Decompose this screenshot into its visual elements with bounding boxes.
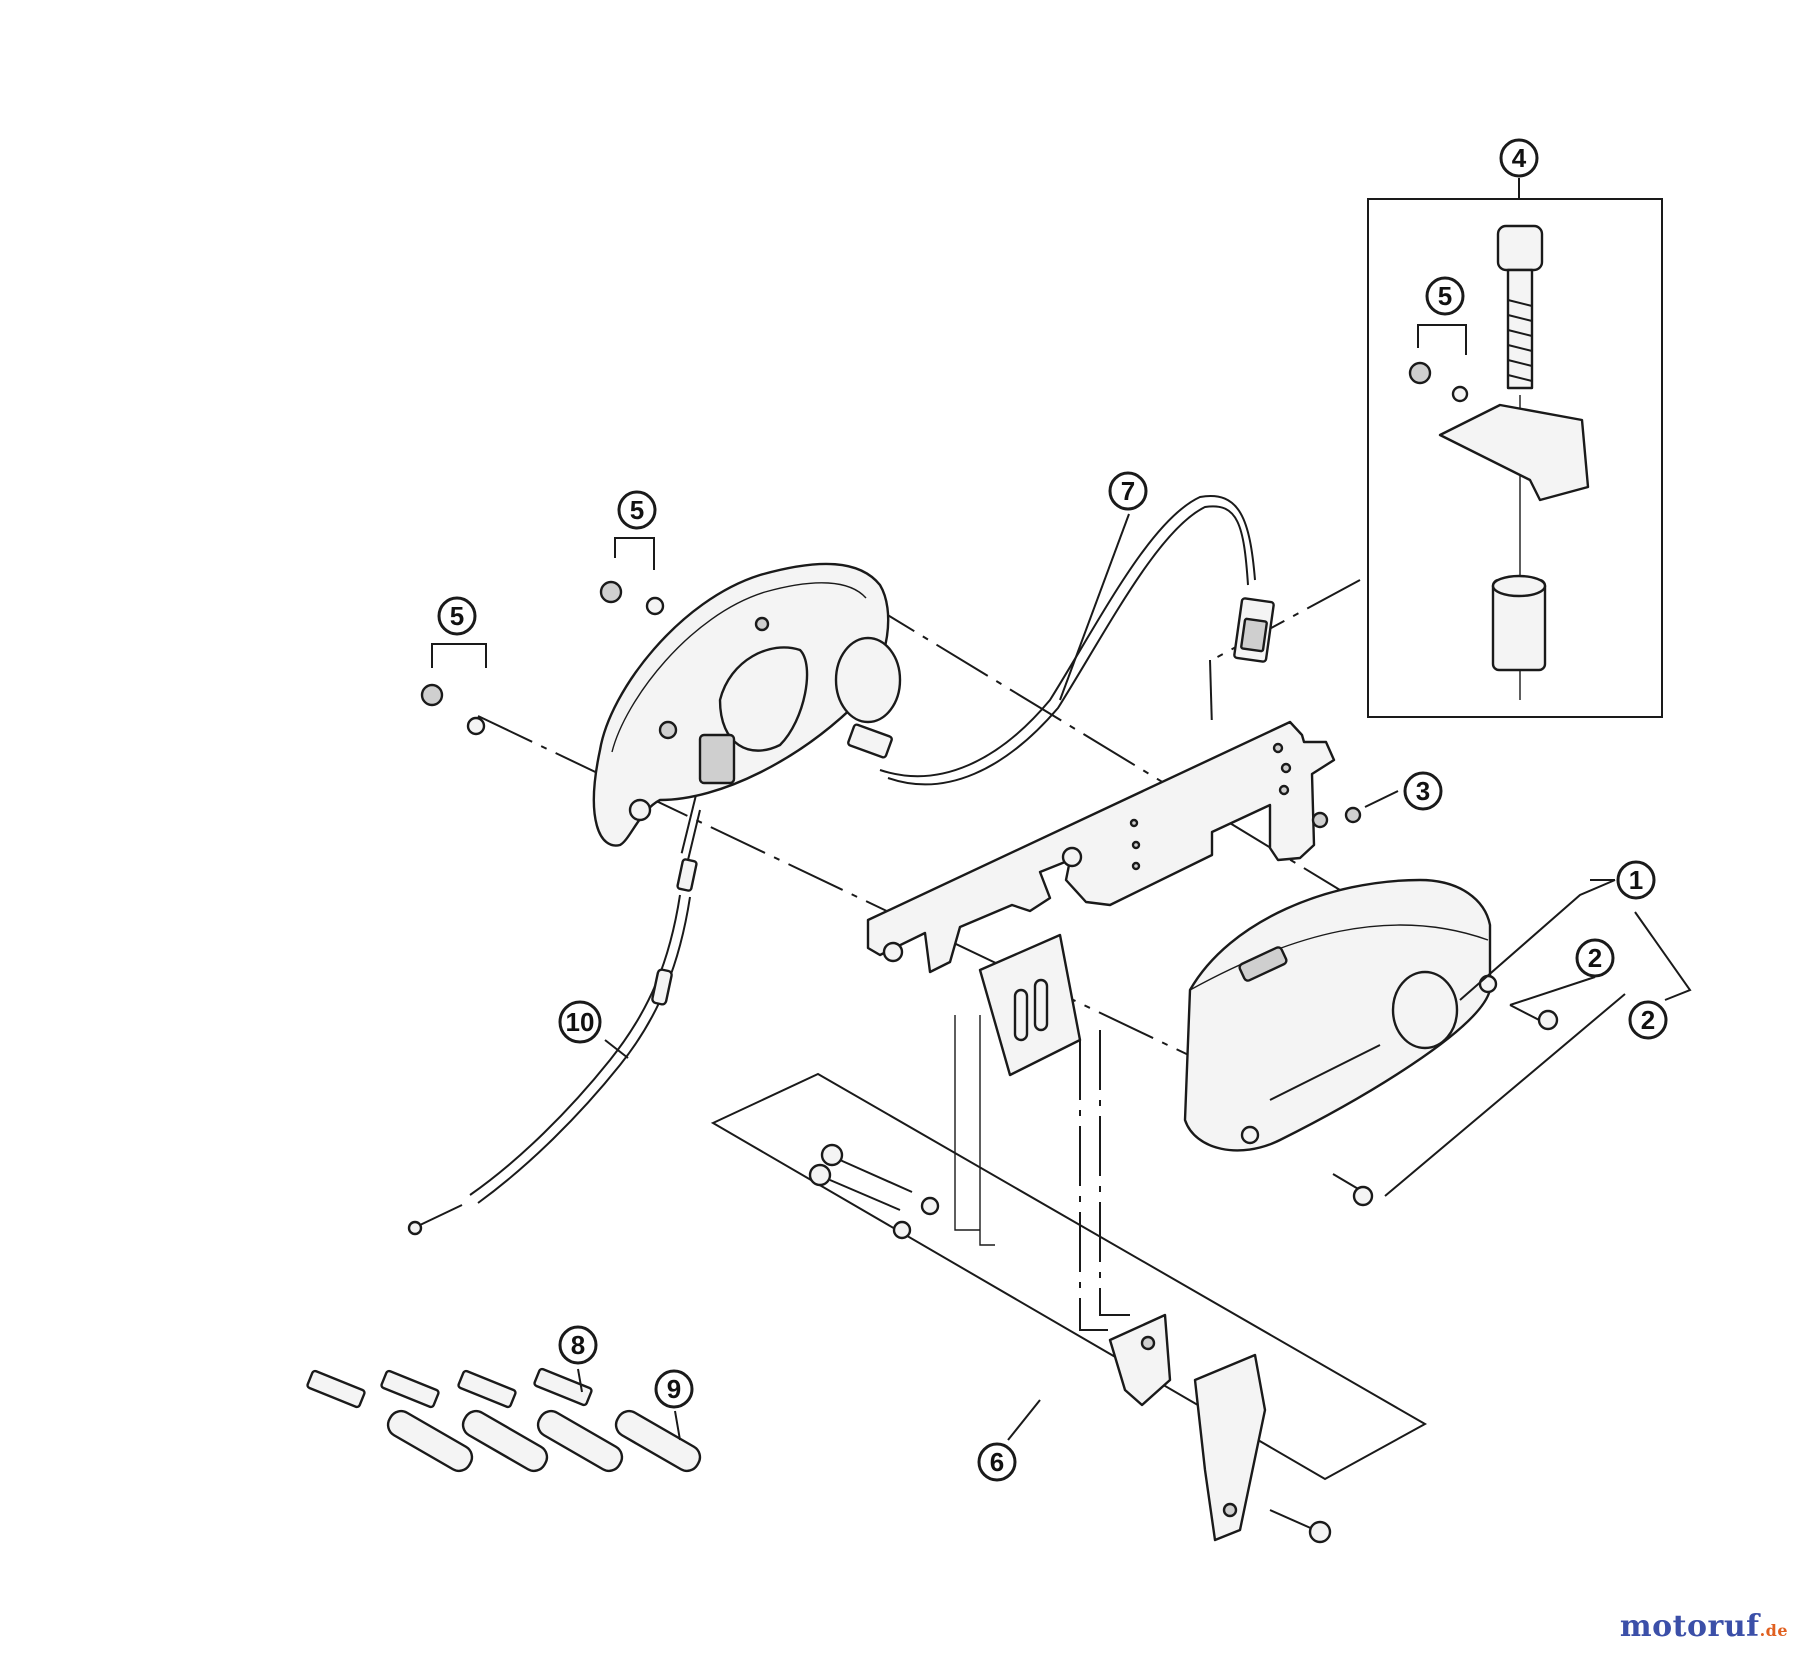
wire-harness-part-7	[879, 495, 1275, 786]
screw-washer-part-5c	[1408, 324, 1469, 403]
svg-text:6: 6	[990, 1447, 1004, 1477]
svg-text:5: 5	[1438, 281, 1452, 311]
mounting-bracket-part-3	[866, 720, 1362, 1077]
svg-text:2: 2	[1588, 943, 1602, 973]
screw-washer-part-5a	[420, 643, 487, 736]
svg-text:4: 4	[1512, 143, 1527, 173]
watermark-suffix: .de	[1759, 1621, 1788, 1640]
bracket-kit-contents-part-6	[808, 1143, 1332, 1544]
sleeves-part-9	[386, 1409, 702, 1473]
svg-text:3: 3	[1416, 776, 1430, 806]
callout-9: 9	[654, 1369, 694, 1409]
svg-text:5: 5	[630, 495, 644, 525]
svg-text:5: 5	[450, 601, 464, 631]
callout-5b: 5	[617, 490, 657, 530]
callout-8: 8	[558, 1325, 598, 1365]
svg-text:10: 10	[566, 1007, 595, 1037]
callout-5c: 5	[1425, 276, 1465, 316]
svg-text:2: 2	[1641, 1005, 1655, 1035]
cover-housing-part-1	[1183, 878, 1498, 1152]
svg-text:8: 8	[571, 1330, 585, 1360]
bolt-spacer-part-4	[1438, 224, 1590, 672]
callout-5a: 5	[437, 596, 477, 636]
screw-part-2b	[1332, 1173, 1374, 1207]
callout-2b: 2	[1628, 1000, 1668, 1040]
svg-text:7: 7	[1121, 476, 1135, 506]
main-unit-housing	[592, 562, 902, 847]
screw-part-2a	[1509, 1004, 1559, 1031]
callout-2a: 2	[1575, 938, 1615, 978]
leader-lines	[577, 178, 1692, 1441]
svg-text:1: 1	[1629, 865, 1643, 895]
detail-box-part-4	[1367, 198, 1663, 718]
callout-6: 6	[977, 1442, 1017, 1482]
cable-part-10	[407, 809, 701, 1236]
screw-washer-part-5b	[599, 537, 665, 616]
callout-10: 10	[558, 1000, 602, 1044]
svg-text:9: 9	[667, 1374, 681, 1404]
watermark-logo: motoruf.de	[1620, 1609, 1788, 1644]
callout-3: 3	[1403, 771, 1443, 811]
terminals-part-8	[306, 1367, 593, 1409]
watermark-text: motoruf	[1619, 1609, 1760, 1644]
bracket-kit-box-part-6	[710, 1072, 1428, 1481]
callout-7: 7	[1108, 471, 1148, 511]
callout-4: 4	[1499, 138, 1539, 178]
callout-1: 1	[1616, 860, 1656, 900]
